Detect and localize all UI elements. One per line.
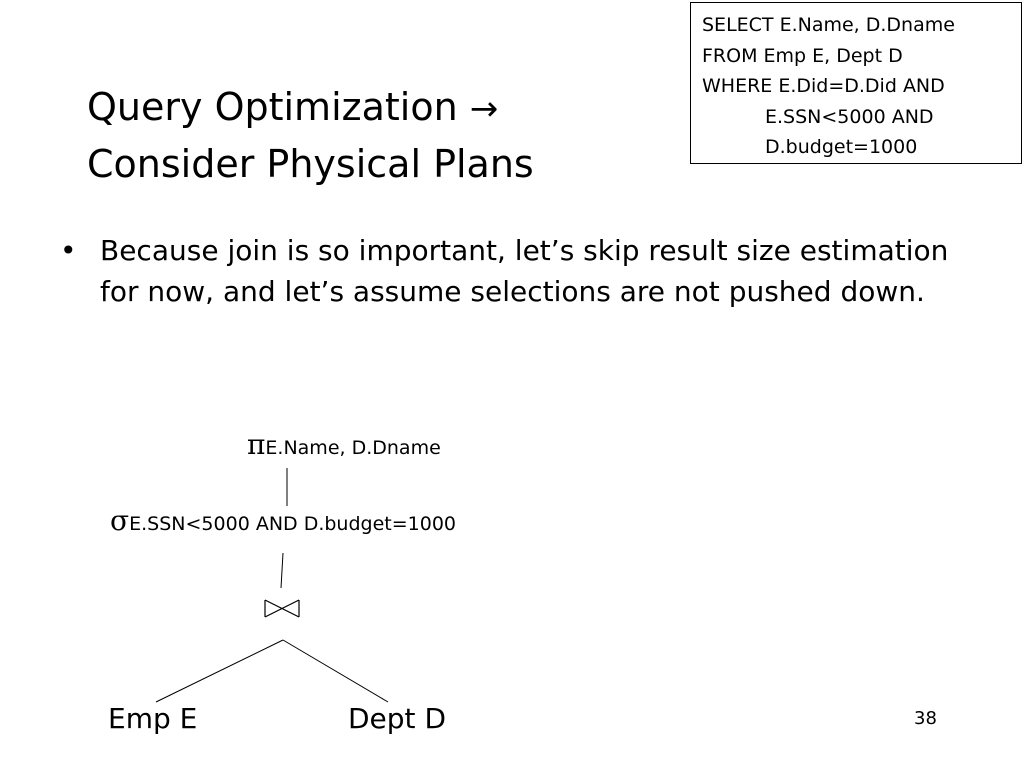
right-leaf-dept: Dept D xyxy=(348,702,446,735)
sql-line-from: FROM Emp E, Dept D xyxy=(702,44,903,67)
sigma-symbol: σ xyxy=(110,504,130,537)
title-line-2: Consider Physical Plans xyxy=(87,142,534,186)
selection-predicate: E.SSN<5000 AND D.budget=1000 xyxy=(129,513,457,535)
join-to-left-leaf-edge xyxy=(155,639,284,703)
join-to-right-leaf-edge xyxy=(282,639,389,703)
pi-symbol: π xyxy=(247,428,266,461)
bullet-marker: • xyxy=(60,234,77,267)
left-leaf-emp: Emp E xyxy=(108,702,198,735)
selection-node: σE.SSN<5000 AND D.budget=1000 xyxy=(110,507,457,536)
sql-line-budget-condition: D.budget=1000 xyxy=(765,136,918,158)
right-arrow-icon: → xyxy=(469,89,499,129)
title-line-1: Query Optimization xyxy=(87,85,458,129)
sql-line-where: WHERE E.Did=D.Did AND xyxy=(702,75,945,97)
bullet-text: Because join is so important, let’s skip… xyxy=(100,234,949,308)
sql-line-select: SELECT E.Name, D.Dname xyxy=(702,14,955,36)
page-number: 38 xyxy=(914,708,937,729)
selection-to-join-edge xyxy=(280,552,284,589)
sql-line-ssn-condition: E.SSN<5000 AND xyxy=(765,105,934,128)
sql-query-box: SELECT E.Name, D.Dname FROM Emp E, Dept … xyxy=(690,2,1022,164)
projection-node: πE.Name, D.Dname xyxy=(247,431,441,460)
slide-title: Query Optimization → Consider Physical P… xyxy=(87,80,534,192)
join-symbol-icon xyxy=(264,599,300,618)
projection-attributes: E.Name, D.Dname xyxy=(265,437,441,459)
